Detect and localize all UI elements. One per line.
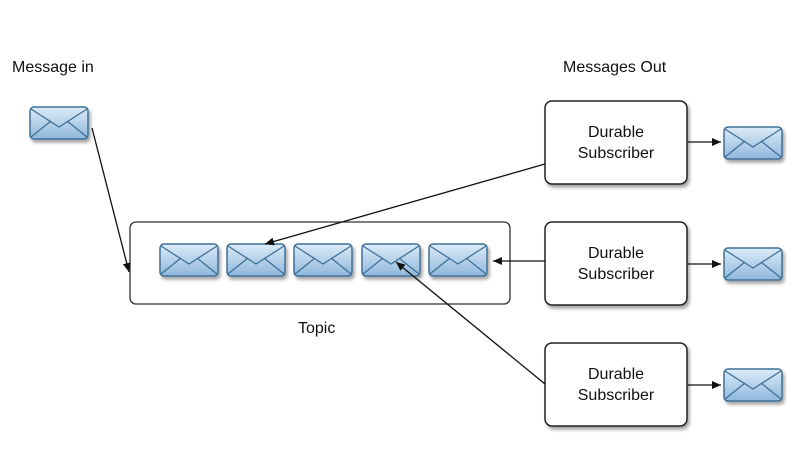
durable-subscriber-2: Durable Subscriber xyxy=(544,221,688,306)
subscriber-line-1: Durable xyxy=(588,124,644,141)
topic-message-envelope-icon xyxy=(159,243,219,277)
topic-message-envelope-icon xyxy=(428,243,488,277)
durable-subscriber-1: Durable Subscriber xyxy=(544,100,688,185)
outgoing-message-envelope-icon xyxy=(723,368,783,402)
message-in-label: Message in xyxy=(12,59,94,76)
subscriber-line-1: Durable xyxy=(588,366,644,383)
subscriber-3-cursor-arrow xyxy=(395,261,546,385)
messages-out-label: Messages Out xyxy=(563,59,667,76)
outgoing-message-envelope-icon xyxy=(723,247,783,281)
incoming-message-envelope-icon xyxy=(29,106,89,140)
subscriber-line-1: Durable xyxy=(588,245,644,262)
topic-label: Topic xyxy=(298,320,335,337)
subscriber-1-cursor-arrow xyxy=(264,163,546,246)
topic-message-envelope-icon xyxy=(293,243,353,277)
message-in-arrow xyxy=(91,127,131,273)
subscriber-line-2: Subscriber xyxy=(578,387,655,404)
topic-message-envelope-icon xyxy=(361,243,421,277)
durable-subscriber-3: Durable Subscriber xyxy=(544,342,688,427)
topic-message-envelope-icon xyxy=(226,243,286,277)
subscriber-line-2: Subscriber xyxy=(578,266,655,283)
outgoing-message-envelope-icon xyxy=(723,126,783,160)
subscriber-line-2: Subscriber xyxy=(578,145,655,162)
